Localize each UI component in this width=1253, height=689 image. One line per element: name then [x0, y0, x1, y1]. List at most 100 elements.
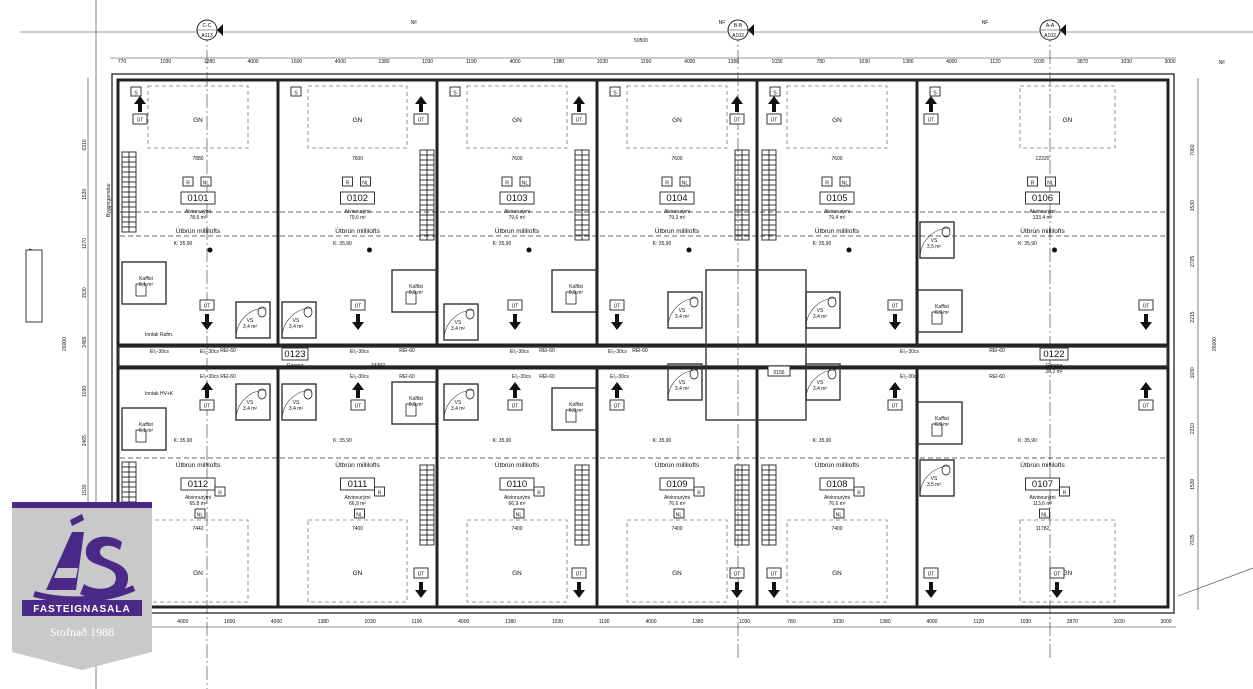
unit-area: 79,6 m²: [509, 215, 526, 221]
vs-label: VS: [679, 380, 686, 386]
kaffi-label: Kaffist: [569, 284, 583, 290]
nl-tag: NL: [522, 181, 529, 187]
wc-room: [235, 383, 271, 421]
mezz-edge-label: Útbrún millilofts: [335, 226, 380, 235]
exit-label: ÚT: [1143, 403, 1150, 410]
bottom-dim: 780: [787, 619, 796, 625]
toilet-icon: [465, 388, 475, 400]
gn-zone: [786, 85, 888, 149]
unit-number-box: [340, 477, 375, 491]
r-tag-box: [374, 486, 385, 497]
nl-tag-box: [1045, 176, 1056, 187]
s-tag-box: [769, 86, 781, 97]
exit-label: ÚT: [1054, 571, 1061, 578]
exit-label: ÚT: [204, 403, 211, 410]
unit-number: 0104: [666, 193, 687, 204]
exit-box: [571, 567, 587, 579]
kaffi-area: 6,9 m²: [935, 310, 950, 316]
vs-area: 3,4 m²: [289, 406, 304, 412]
unit-name: Atvinnurými: [1029, 209, 1055, 215]
side-note-box: [25, 249, 43, 323]
unit-name: Atvinnurými: [1029, 495, 1055, 501]
exit-label: ÚT: [204, 303, 211, 310]
fire-rating-label: REI-60: [539, 348, 555, 354]
kaffi-room: [551, 387, 597, 431]
exit-box: [507, 299, 523, 311]
mezz-edge-label: Útbrún millilofts: [655, 226, 700, 235]
r-tag: R: [697, 491, 701, 497]
logo-letter-s: [80, 536, 129, 599]
exit-label: ÚT: [928, 117, 935, 124]
toilet-icon: [303, 388, 313, 400]
vs-area: 3,4 m²: [289, 324, 304, 330]
bottom-dim: 4000: [458, 619, 469, 625]
exit-box: [766, 567, 782, 579]
gn-zone: [626, 519, 728, 603]
right-dim: 2215: [1190, 311, 1196, 322]
kaffi-area: 6,9 m²: [569, 408, 584, 414]
exit-box: [887, 399, 903, 411]
kaffi-room: [917, 401, 963, 445]
unit-number-box: [1025, 477, 1060, 491]
vs-label: VS: [679, 308, 686, 314]
gn-label: GN: [672, 570, 682, 577]
floor-drain-icon: [207, 247, 213, 253]
exit-label: ÚT: [418, 117, 425, 124]
gn-label: GN: [832, 570, 842, 577]
nl-tag: NL: [682, 181, 689, 187]
toilet-icon: [257, 388, 267, 400]
kaffi-room: [391, 381, 437, 425]
unit-area: 79,6 m²: [349, 215, 366, 221]
exit-label: ÚT: [355, 403, 362, 410]
kaffi-room: [121, 407, 167, 451]
mezz-edge-label: Útbrún millilofts: [495, 460, 540, 469]
gn-zone: [147, 519, 249, 603]
unit-width-dim: 7600: [831, 156, 842, 162]
exit-arrow-icon: [352, 382, 364, 398]
section-sheet: A103: [732, 33, 744, 39]
mezz-edge-label: Útbrún millilofts: [655, 460, 700, 469]
r-tag-box: [342, 176, 353, 187]
exit-arrow-icon: [415, 96, 427, 112]
exit-label: ÚT: [771, 571, 778, 578]
unit-width-dim: 7400: [352, 526, 363, 532]
top-dim: 4000: [946, 59, 957, 65]
table-icon: [405, 291, 417, 305]
exit-label: ÚT: [137, 117, 144, 124]
top-dim: 4000: [247, 59, 258, 65]
exit-arrow-icon: [509, 314, 521, 330]
door-swing-icon: [281, 389, 313, 421]
exit-box: [766, 113, 782, 125]
toilet-icon: [257, 306, 267, 318]
exit-box: [507, 399, 523, 411]
vs-label: VS: [455, 320, 462, 326]
corridor-number: 0122: [1043, 349, 1064, 360]
unit-number: 0101: [187, 193, 208, 204]
bottom-dim: 4000: [271, 619, 282, 625]
bottom-dim: 1380: [505, 619, 516, 625]
section-id: A-A: [1046, 23, 1055, 29]
bottom-dim: 1190: [412, 619, 423, 625]
r-tag-box: [533, 486, 545, 497]
table-icon: [931, 311, 943, 325]
mezz-edge-label: Útbrún millilofts: [335, 460, 380, 469]
toilet-icon: [827, 368, 837, 380]
fire-rating-label: REI-60: [220, 374, 236, 380]
level-label: K: 35,90: [174, 241, 193, 247]
s-tag: S: [613, 91, 617, 97]
exit-label: ÚT: [734, 117, 741, 124]
gn-zone: [786, 519, 888, 603]
unit-width-dim: 7600: [352, 156, 363, 162]
door-swing-icon: [919, 465, 951, 497]
nl-tag: NL: [842, 181, 849, 187]
r-tag-box: [1027, 176, 1038, 187]
door-swing-icon: [235, 307, 267, 339]
vs-area: 3,5 m²: [927, 482, 942, 488]
unit-number-box: [499, 191, 535, 205]
unit-number: 0111: [348, 479, 368, 490]
gn-zone: [626, 85, 728, 149]
exit-box: [350, 399, 366, 411]
logo-accent-icon: [70, 514, 84, 526]
exit-arrow-icon: [415, 582, 427, 598]
